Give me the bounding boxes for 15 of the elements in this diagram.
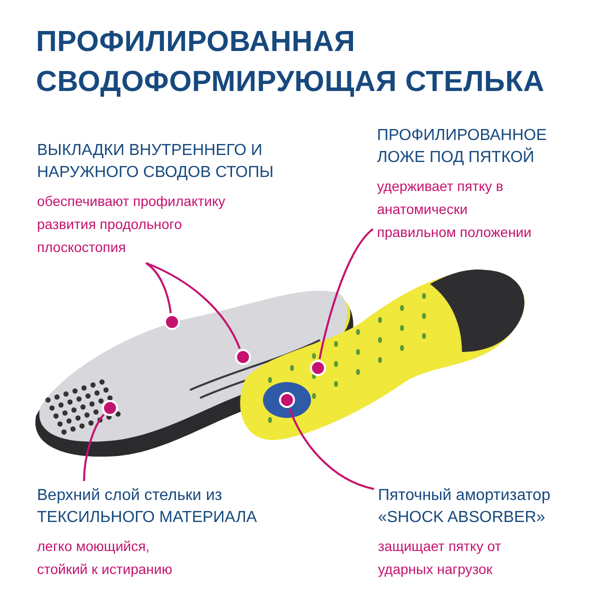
callout-description: защищает пятку от ударных нагрузок bbox=[378, 537, 502, 579]
leader-line bbox=[145, 262, 172, 314]
callout-heading: Верхний слой стельки из ТЕКСИЛЬНОГО МАТЕРИАЛА bbox=[37, 486, 258, 528]
callout-heading: ПРОФИЛИРОВАННОЕ ЛОЖЕ ПОД ПЯТКОЙ bbox=[377, 126, 548, 168]
callout-description: обеспечивают профилактику развития продольного плоскостопия bbox=[37, 192, 226, 257]
callout-dot bbox=[164, 314, 180, 330]
callout-description: легко моющийся, стойкий к истиранию bbox=[37, 537, 174, 579]
leader-line bbox=[146, 262, 241, 349]
leader-line bbox=[288, 408, 374, 490]
callout-description: удерживает пятку в анатомически правильном положении bbox=[377, 177, 532, 242]
leader-line bbox=[318, 228, 374, 360]
title: ПРОФИЛИРОВАННАЯ СВОДОФОРМИРУЮЩАЯ СТЕЛЬКА bbox=[36, 25, 546, 100]
callout-heading: ВЫКЛАДКИ ВНУТРЕННЕГО И НАРУЖНОГО СВОДОВ СТОПЫ bbox=[37, 141, 275, 183]
callout-heading: Пяточный амортизатор «SHOCK ABSORBER» bbox=[378, 486, 552, 528]
leader-line bbox=[83, 414, 105, 482]
